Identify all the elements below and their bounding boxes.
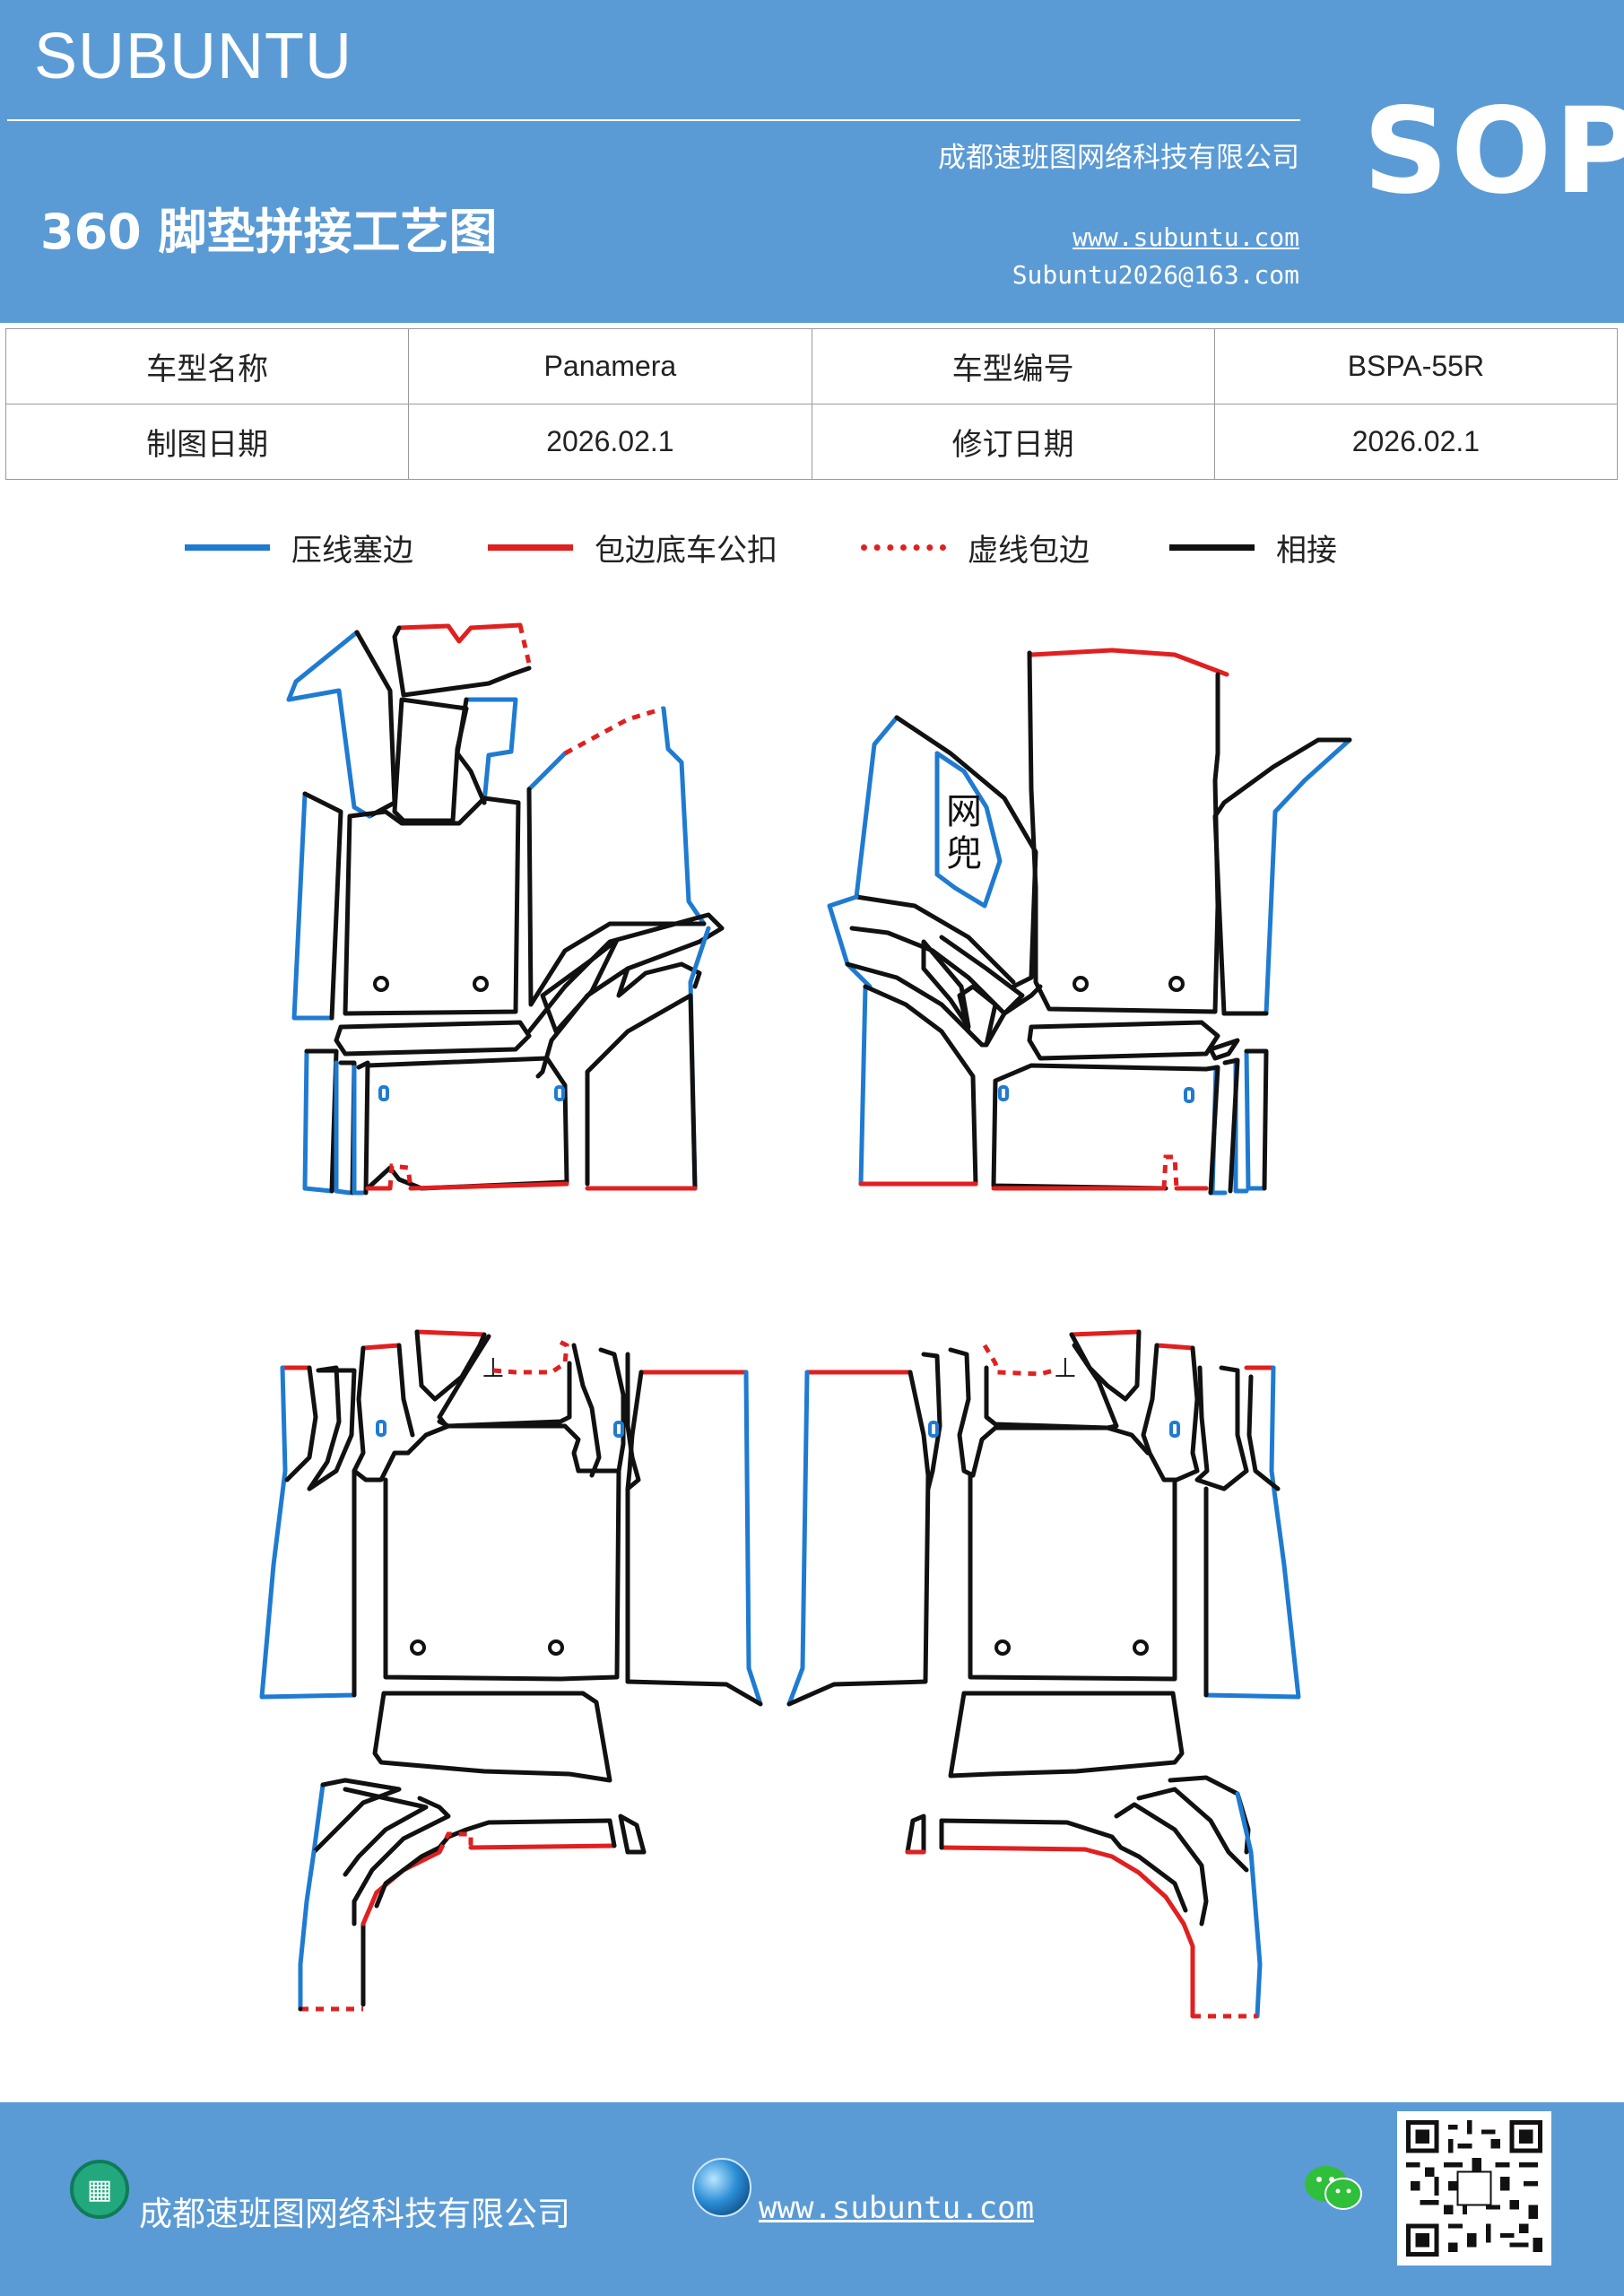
header-banner: SUBUNTU SOP 成都速班图网络科技有限公司 360 脚垫拼接工艺图 ww… bbox=[0, 0, 1624, 323]
brand-name: SUBUNTU bbox=[34, 21, 353, 92]
footer-website-link[interactable]: www.subuntu.com bbox=[759, 2190, 1035, 2226]
legend-red-line bbox=[488, 544, 573, 551]
globe-icon bbox=[692, 2158, 751, 2217]
net-pocket-label: 网 bbox=[946, 791, 982, 832]
company-name: 成都速班图网络科技有限公司 bbox=[938, 142, 1299, 174]
qr-code[interactable] bbox=[1397, 2111, 1551, 2266]
front-left-mat-set bbox=[286, 622, 725, 1196]
email-address: Subuntu2026@163.com bbox=[1012, 260, 1299, 290]
footer-company-name: 成都速班图网络科技有限公司 bbox=[139, 2195, 570, 2233]
legend-black-line bbox=[1169, 544, 1255, 551]
rear-right-mat-set: ⊥ bbox=[786, 1329, 1301, 2019]
legend-label: 包边底车公扣 bbox=[595, 532, 777, 569]
website-link[interactable]: www.subuntu.com bbox=[1073, 222, 1299, 252]
revision-date-value: 2026.02.1 bbox=[1213, 404, 1619, 480]
rear-left-mat-set: ⊥ bbox=[259, 1329, 763, 2012]
line-legend: 压线塞边 包边底车公扣 虚线包边 相接 bbox=[0, 520, 1624, 574]
legend-item-dashed-edge: 虚线包边 bbox=[861, 520, 1090, 574]
floor-mat-diagram: .k { fill: none; stroke: #111; stroke-wi… bbox=[259, 622, 1352, 2019]
footer-banner: ▦ 成都速班图网络科技有限公司 www.subuntu.com bbox=[0, 2102, 1624, 2296]
legend-item-join: 相接 bbox=[1169, 520, 1337, 574]
draw-date-value: 2026.02.1 bbox=[408, 404, 812, 480]
document-title: 360 脚垫拼接工艺图 bbox=[40, 204, 498, 260]
model-code-label: 车型编号 bbox=[811, 328, 1215, 404]
model-name-label: 车型名称 bbox=[4, 328, 410, 404]
sop-badge: SOP bbox=[1363, 83, 1624, 221]
wechat-icon[interactable] bbox=[1302, 2161, 1365, 2215]
legend-label: 压线塞边 bbox=[291, 532, 413, 569]
header-divider bbox=[7, 119, 1300, 121]
legend-item-press-edge: 压线塞边 bbox=[185, 520, 413, 574]
model-code-value: BSPA-55R bbox=[1213, 328, 1619, 404]
model-name-value: Panamera bbox=[408, 328, 812, 404]
net-pocket-label: 兜 bbox=[946, 833, 982, 874]
front-right-mat-set: 网 兜 bbox=[827, 648, 1352, 1196]
table-row: 车型名称 Panamera 车型编号 BSPA-55R bbox=[4, 328, 1619, 404]
legend-label: 虚线包边 bbox=[968, 532, 1090, 569]
joint-mark: ⊥ bbox=[482, 1353, 505, 1383]
legend-label: 相接 bbox=[1276, 532, 1337, 569]
legend-red-dashed-line bbox=[861, 544, 946, 551]
joint-mark: ⊥ bbox=[1054, 1353, 1077, 1383]
legend-item-wrap-edge: 包边底车公扣 bbox=[488, 520, 777, 574]
building-icon: ▦ bbox=[70, 2160, 129, 2219]
vehicle-info-table: 车型名称 Panamera 车型编号 BSPA-55R 制图日期 2026.02… bbox=[4, 328, 1619, 480]
legend-blue-line bbox=[185, 544, 270, 551]
qr-code-pattern bbox=[1406, 2120, 1542, 2257]
table-row: 制图日期 2026.02.1 修订日期 2026.02.1 bbox=[4, 404, 1619, 480]
draw-date-label: 制图日期 bbox=[4, 404, 410, 480]
revision-date-label: 修订日期 bbox=[811, 404, 1215, 480]
